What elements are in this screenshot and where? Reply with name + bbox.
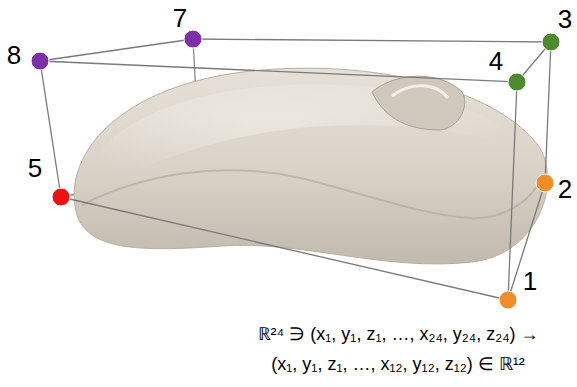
mouse-body <box>74 68 547 264</box>
keypoint-dot <box>536 174 554 192</box>
callout-number: 8 <box>7 42 21 68</box>
formula-line: ℝ²⁴ ∋ (x₁, y₁, z₁, …, x₂₄, y₂₄, z₂₄) → <box>258 325 539 343</box>
box-edge <box>40 39 193 61</box>
box-edge <box>545 42 551 183</box>
box-edge <box>40 61 517 82</box>
box-edge <box>508 183 545 300</box>
box-edge <box>40 61 61 197</box>
keypoint-dot <box>184 30 202 48</box>
bounding-box <box>40 39 551 300</box>
mouse-shell <box>74 68 547 264</box>
formula-line: (x₁, y₁, z₁, …, x₁₂, y₁₂, z₁₂) ∈ ℝ¹² <box>271 355 524 373</box>
keypoint-dot <box>31 52 49 70</box>
keypoint-dot <box>52 188 70 206</box>
callout-number: 3 <box>558 6 572 32</box>
scroll-recess <box>372 76 465 130</box>
box-edge <box>508 82 517 300</box>
scroll-wheel <box>392 86 448 98</box>
side-crease <box>82 170 538 218</box>
keypoint-dot <box>542 33 560 51</box>
callout-number: 7 <box>173 5 187 31</box>
callout-number: 4 <box>489 48 503 74</box>
callout-number: 5 <box>28 155 42 181</box>
callout-number: 2 <box>558 176 572 202</box>
box-edge <box>61 197 508 300</box>
keypoints <box>31 30 560 309</box>
box-edge <box>193 39 551 42</box>
callout-number: 1 <box>523 268 537 294</box>
keypoint-dot <box>499 291 517 309</box>
keypoint-dot <box>508 73 526 91</box>
